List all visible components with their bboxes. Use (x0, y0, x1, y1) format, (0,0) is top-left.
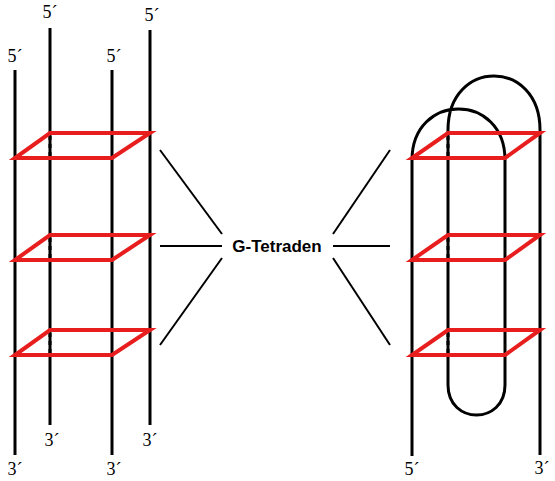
g-tetrad (15, 235, 150, 260)
end-label: 3´ (8, 460, 23, 478)
leader-lines (160, 150, 390, 345)
leader-line (333, 258, 390, 345)
strands (15, 28, 540, 456)
leader-line (333, 150, 390, 234)
end-label: 3´ (143, 431, 158, 449)
leader-line (160, 150, 222, 234)
g-tetrad (412, 330, 540, 355)
end-label: 3´ (107, 460, 122, 478)
end-label: 5´ (43, 3, 58, 21)
end-label: 3´ (535, 459, 550, 477)
strand (111, 70, 114, 455)
end-label: 5´ (145, 6, 160, 24)
structure-label: G-Tetraden (230, 237, 323, 256)
leader-line (160, 258, 222, 345)
leader-line (333, 245, 390, 247)
hidden-strand-segments (50, 136, 448, 353)
g-tetrads (15, 133, 540, 355)
g-tetrad (412, 133, 540, 158)
strand (49, 28, 52, 425)
end-label: 5´ (107, 47, 122, 65)
g-tetrad (15, 133, 150, 158)
strand (14, 70, 17, 455)
g-tetrad (15, 330, 150, 355)
end-label: 5´ (405, 460, 420, 478)
leader-line (160, 245, 222, 247)
end-label: 5´ (8, 47, 23, 65)
folded-strand (412, 76, 540, 456)
end-label: 3´ (45, 431, 60, 449)
strand (149, 30, 152, 425)
g-tetrad (412, 235, 540, 260)
